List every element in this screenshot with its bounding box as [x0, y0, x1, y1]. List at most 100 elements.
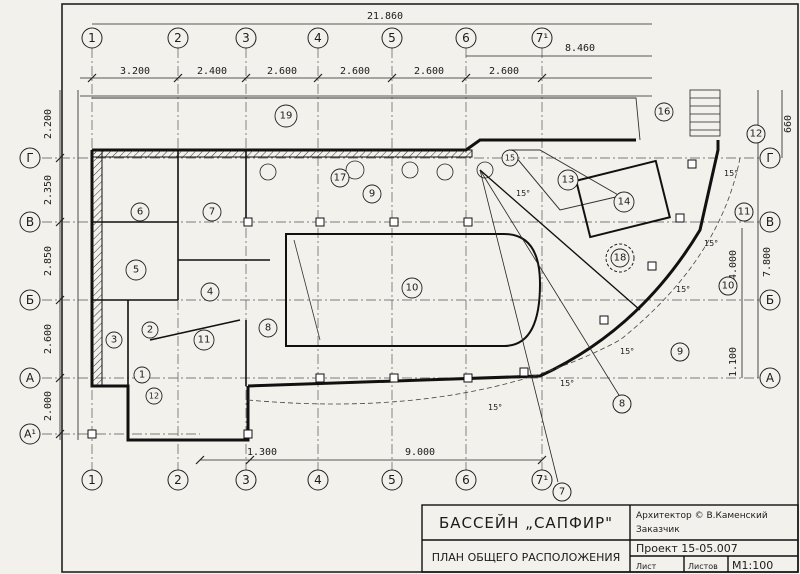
- scale-label: М1:100: [732, 559, 773, 572]
- left-wall-hatch: [91, 149, 103, 387]
- angle-5: 15°: [704, 239, 718, 248]
- angle-6: 15°: [724, 169, 738, 178]
- callout-12: 12: [750, 129, 763, 140]
- axis-col-1-bottom: 1: [88, 473, 96, 487]
- dim-span-6: 2.600: [489, 66, 519, 77]
- room-6: 6: [137, 207, 143, 218]
- room-17: 17: [334, 173, 347, 184]
- axis-col-3-bottom: 3: [242, 473, 250, 487]
- angle-4: 15°: [676, 285, 690, 294]
- dimension-lines: [59, 23, 783, 461]
- room-9: 9: [369, 189, 375, 200]
- room-15: 15: [505, 154, 515, 163]
- room-12: 12: [149, 392, 159, 401]
- dim-span-3: 2.600: [267, 66, 297, 77]
- room-18: 18: [614, 253, 627, 264]
- sheet-label: Лист: [636, 562, 657, 571]
- axis-col-7-bottom: 7¹: [536, 473, 549, 487]
- room-16: 16: [658, 107, 671, 118]
- room-5: 5: [133, 265, 139, 276]
- axis-col-3-top: 3: [242, 31, 250, 45]
- axis-col-1-top: 1: [88, 31, 96, 45]
- room-4: 4: [207, 287, 213, 298]
- axis-row-g-right: Г: [766, 151, 773, 165]
- dim-row-3: 2.850: [43, 246, 54, 276]
- dim-span-2: 2.400: [197, 66, 227, 77]
- axis-col-5-bottom: 5: [388, 473, 396, 487]
- dim-bottom-b: 9.000: [405, 447, 435, 458]
- dim-right-7800: 7.800: [762, 247, 773, 277]
- axis-row-b-right: Б: [766, 293, 774, 307]
- dimension-ticks: [55, 73, 547, 465]
- room-13: 13: [562, 175, 575, 186]
- dim-bottom-a: 1.300: [247, 447, 277, 458]
- stair-top-right: [689, 89, 721, 137]
- plant-icons: [259, 160, 494, 181]
- room-7: 7: [209, 207, 215, 218]
- columns: [87, 159, 697, 439]
- dim-overall-width: 21.860: [367, 11, 403, 22]
- angle-7: 15°: [516, 189, 530, 198]
- architect-label: Архитектор © В.Каменский: [636, 511, 768, 521]
- axis-row-a1-left: А¹: [24, 428, 36, 441]
- sheet-title: ПЛАН ОБЩЕГО РАСПОЛОЖЕНИЯ: [432, 551, 621, 564]
- dim-row-2: 2.350: [43, 175, 54, 205]
- dim-right-4000: 4.000: [728, 250, 739, 280]
- dim-row-4: 2.600: [43, 324, 54, 354]
- room-11: 11: [198, 335, 211, 346]
- diagonal-wall: [479, 169, 641, 311]
- room-14: 14: [618, 197, 631, 208]
- angle-3: 15°: [620, 347, 634, 356]
- axis-bubbles-bottom: [81, 469, 553, 491]
- axis-row-b-left: Б: [26, 293, 34, 307]
- axis-col-2-bottom: 2: [174, 473, 182, 487]
- dim-row-1: 2.200: [43, 109, 54, 139]
- top-wall-hatch: [91, 149, 473, 158]
- dim-span-4: 2.600: [340, 66, 370, 77]
- interior-partitions: [92, 150, 270, 386]
- dim-right-660: 660: [783, 115, 794, 133]
- leader-8: [479, 169, 623, 401]
- room-8: 8: [265, 323, 271, 334]
- room-10: 10: [406, 283, 419, 294]
- dim-row-5: 2.000: [43, 391, 54, 421]
- main-pool: [285, 233, 542, 347]
- axis-col-6-top: 6: [462, 31, 470, 45]
- room-19: 19: [280, 111, 293, 122]
- axis-col-4-bottom: 4: [314, 473, 322, 487]
- outer-curve: [247, 157, 741, 405]
- axis-col-5-top: 5: [388, 31, 396, 45]
- dim-right-wing: 8.460: [565, 43, 595, 54]
- round-element-18: [605, 243, 635, 273]
- axis-bubbles-right: [759, 147, 781, 389]
- client-label: Заказчик: [636, 525, 680, 535]
- angle-1: 15°: [488, 403, 502, 412]
- title-block-frame: [421, 504, 799, 573]
- room-2: 2: [147, 325, 153, 336]
- project-name: БАССЕЙН „САПФИР": [439, 513, 613, 532]
- sheets-label: Листов: [688, 562, 718, 571]
- axis-bubbles-left: [19, 147, 41, 445]
- hot-tub-14: [574, 159, 672, 239]
- axis-col-6-bottom: 6: [462, 473, 470, 487]
- pool-ladder: [293, 239, 321, 341]
- dim-span-5: 2.600: [414, 66, 444, 77]
- axis-col-4-top: 4: [314, 31, 322, 45]
- project-number: Проект 15-05.007: [636, 542, 738, 555]
- axis-row-a-left: А: [26, 371, 35, 385]
- callout-9: 9: [677, 347, 683, 358]
- axis-col-2-top: 2: [174, 31, 182, 45]
- dim-right-1100: 1.100: [728, 347, 739, 377]
- terrace-outline: [92, 97, 641, 141]
- axis-row-g-left: Г: [26, 151, 33, 165]
- callout-8: 8: [619, 399, 625, 410]
- axis-row-a-right: А: [766, 371, 775, 385]
- callout-11: 11: [738, 207, 751, 218]
- room-1: 1: [139, 370, 145, 381]
- axis-bubbles-top: [81, 27, 553, 49]
- callout-bubbles: [552, 124, 766, 502]
- leader-7: [479, 169, 559, 483]
- axis-row-v-right: В: [766, 215, 774, 229]
- axis-col-7-top: 7¹: [536, 31, 549, 45]
